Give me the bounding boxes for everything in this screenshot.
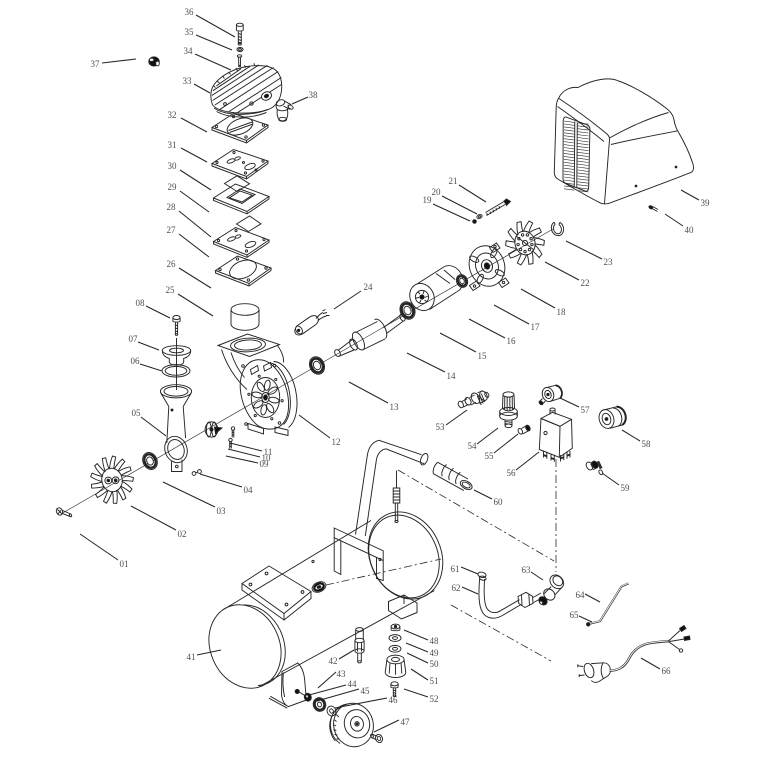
svg-text:48: 48 (430, 636, 440, 646)
svg-text:50: 50 (430, 659, 440, 669)
svg-text:45: 45 (361, 686, 371, 696)
svg-text:21: 21 (449, 176, 458, 186)
svg-text:22: 22 (581, 278, 590, 288)
svg-text:64: 64 (576, 590, 586, 600)
svg-text:56: 56 (507, 468, 517, 478)
svg-text:09: 09 (260, 459, 270, 469)
svg-text:18: 18 (557, 307, 567, 317)
svg-text:42: 42 (329, 656, 338, 666)
svg-text:10: 10 (262, 453, 272, 463)
svg-text:57: 57 (581, 405, 591, 415)
svg-text:41: 41 (187, 652, 196, 662)
svg-text:19: 19 (423, 195, 433, 205)
svg-text:40: 40 (685, 225, 695, 235)
svg-text:38: 38 (309, 90, 319, 100)
svg-text:03: 03 (217, 506, 227, 516)
svg-text:51: 51 (430, 676, 439, 686)
svg-text:36: 36 (185, 7, 195, 17)
svg-text:13: 13 (390, 402, 400, 412)
svg-text:28: 28 (167, 202, 177, 212)
svg-text:17: 17 (531, 322, 541, 332)
svg-text:44: 44 (348, 679, 358, 689)
svg-text:31: 31 (168, 140, 177, 150)
svg-text:59: 59 (621, 483, 631, 493)
svg-text:34: 34 (184, 46, 194, 56)
svg-text:23: 23 (604, 257, 614, 267)
svg-text:11: 11 (264, 447, 273, 457)
svg-text:52: 52 (430, 694, 439, 704)
svg-text:12: 12 (332, 437, 341, 447)
svg-text:62: 62 (452, 583, 461, 593)
svg-text:20: 20 (432, 187, 442, 197)
svg-text:32: 32 (168, 110, 177, 120)
svg-text:63: 63 (522, 565, 532, 575)
svg-text:49: 49 (430, 648, 440, 658)
svg-text:58: 58 (642, 439, 652, 449)
svg-text:53: 53 (436, 422, 446, 432)
svg-text:33: 33 (183, 76, 193, 86)
svg-text:14: 14 (447, 371, 457, 381)
svg-text:05: 05 (132, 408, 142, 418)
svg-text:07: 07 (129, 334, 139, 344)
svg-text:06: 06 (131, 356, 141, 366)
svg-text:37: 37 (91, 59, 101, 69)
svg-text:01: 01 (120, 559, 129, 569)
svg-text:04: 04 (244, 485, 254, 495)
svg-text:24: 24 (364, 282, 374, 292)
svg-text:39: 39 (701, 198, 711, 208)
svg-text:54: 54 (468, 441, 478, 451)
svg-text:55: 55 (485, 451, 495, 461)
svg-text:02: 02 (178, 529, 187, 539)
svg-text:15: 15 (478, 351, 488, 361)
svg-text:66: 66 (662, 666, 672, 676)
svg-text:35: 35 (185, 27, 195, 37)
svg-text:60: 60 (494, 497, 504, 507)
svg-text:47: 47 (401, 717, 411, 727)
svg-text:61: 61 (451, 564, 460, 574)
svg-text:27: 27 (167, 225, 177, 235)
svg-text:65: 65 (570, 610, 580, 620)
svg-text:29: 29 (168, 182, 178, 192)
svg-text:43: 43 (337, 669, 347, 679)
svg-text:08: 08 (136, 298, 146, 308)
svg-text:46: 46 (389, 695, 399, 705)
svg-text:26: 26 (167, 259, 177, 269)
svg-text:30: 30 (168, 161, 178, 171)
svg-text:25: 25 (166, 285, 176, 295)
svg-text:16: 16 (507, 336, 517, 346)
